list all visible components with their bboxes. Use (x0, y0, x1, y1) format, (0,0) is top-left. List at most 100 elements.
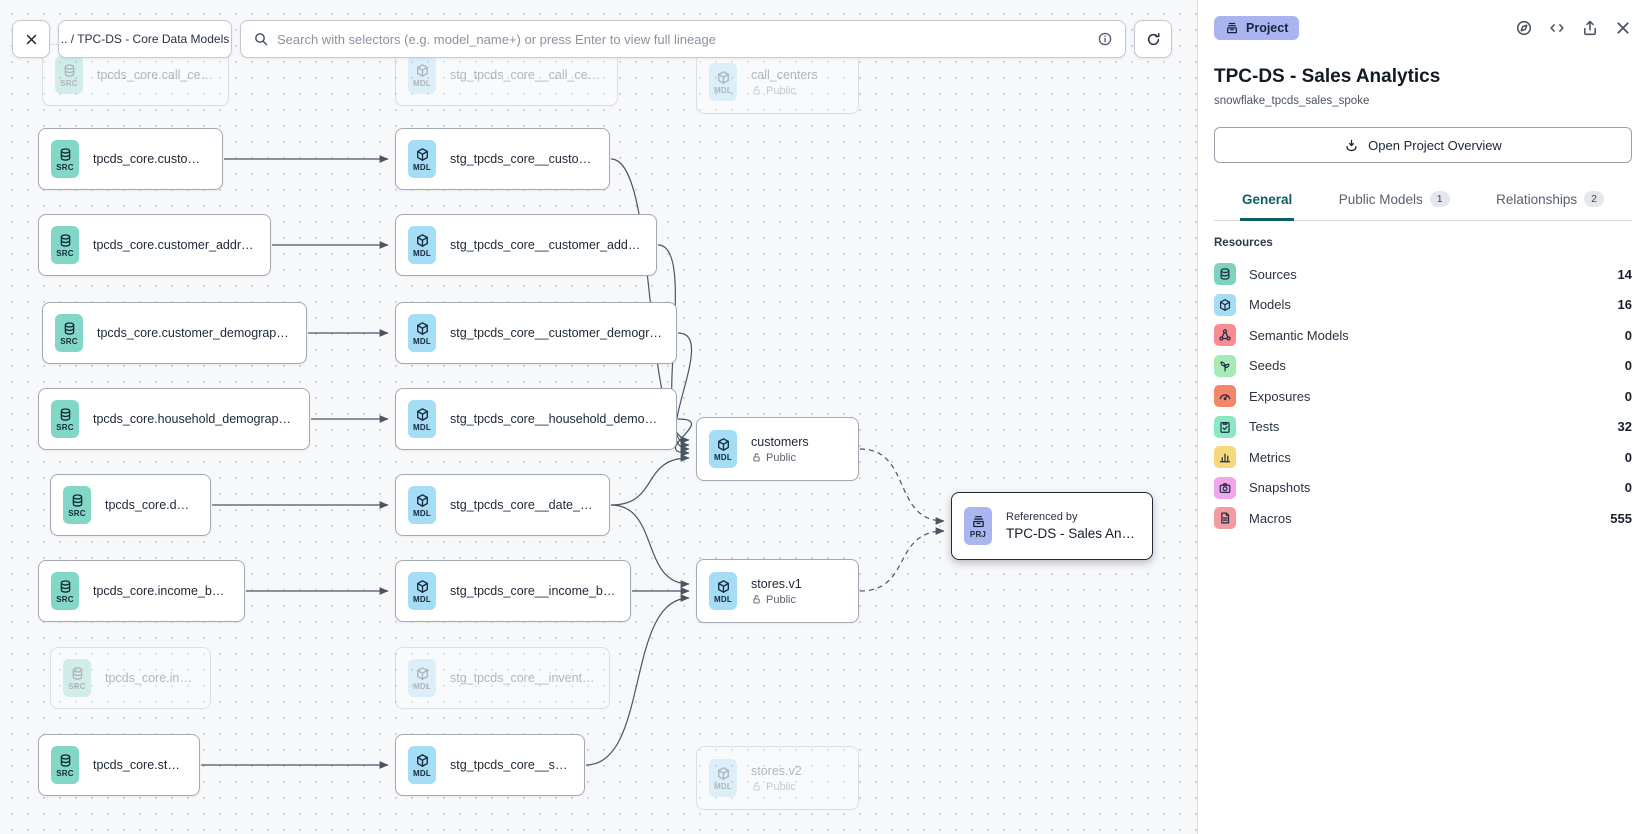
seed-icon (1214, 354, 1236, 377)
overview-icon (1344, 138, 1359, 153)
node-label: stg_tpcds_core__household_demogr… (450, 412, 662, 426)
lineage-edges (201, 155, 945, 769)
search-bar[interactable] (240, 20, 1126, 58)
src-node-icon: SRC (51, 140, 79, 178)
file-icon (1214, 507, 1236, 530)
explore-compass-icon[interactable] (1515, 19, 1533, 37)
graph-node-src_customer_demographics[interactable]: SRC tpcds_core.customer_demographics (42, 302, 307, 364)
mdl-node-icon: MDL (408, 56, 436, 94)
tab-general[interactable]: General (1240, 185, 1295, 221)
resource-label: Tests (1249, 419, 1280, 435)
public-access-label: Public (751, 452, 809, 464)
mdl-node-icon: MDL (709, 430, 737, 468)
info-icon[interactable] (1097, 31, 1113, 47)
node-label: stg_tpcds_core__customer_address (450, 238, 642, 252)
node-label: stg_tpcds_core__inventory (450, 671, 595, 685)
src-node-icon: SRC (51, 572, 79, 610)
src-node-icon: SRC (51, 226, 79, 264)
resource-row-sources[interactable]: Sources 14 (1214, 259, 1632, 290)
resource-label: Macros (1249, 510, 1292, 526)
node-label: tpcds_core.date_dim (105, 498, 196, 512)
graph-node-stg_store[interactable]: MDL stg_tpcds_core__store (395, 734, 585, 796)
src-node-icon: SRC (63, 486, 91, 524)
mdl-node-icon: MDL (408, 572, 436, 610)
search-input[interactable] (277, 31, 1089, 47)
node-label: stg_tpcds_core__income_band (450, 584, 616, 598)
project-stack-icon (1225, 21, 1239, 35)
tab-label: Relationships (1496, 191, 1578, 207)
metrics-icon (1214, 446, 1236, 469)
close-panel-icon[interactable] (1614, 19, 1632, 37)
tab-label: Public Models (1338, 191, 1423, 207)
breadcrumb-label: .. / TPC-DS - Core Data Models (60, 32, 230, 46)
node-label: stg_tpcds_core__date_dim (450, 498, 595, 512)
cube-icon (1214, 293, 1236, 316)
resource-count: 14 (1617, 266, 1632, 282)
src-node-icon: SRC (55, 314, 83, 352)
refresh-button[interactable] (1134, 20, 1172, 58)
edge-pub_stores_v1-to-prj_sales (859, 527, 945, 592)
graph-node-src_date_dim[interactable]: SRC tpcds_core.date_dim (50, 474, 211, 536)
node-label: customers (751, 434, 809, 449)
resource-row-seeds[interactable]: Seeds 0 (1214, 351, 1632, 382)
breadcrumb[interactable]: .. / TPC-DS - Core Data Models (58, 20, 232, 58)
node-label: call_centers (751, 67, 818, 82)
resource-label: Seeds (1249, 358, 1286, 374)
src-node-icon: SRC (51, 746, 79, 784)
resource-label: Snapshots (1249, 480, 1311, 496)
node-label: tpcds_core.customer_demographics (97, 326, 292, 340)
resource-count: 0 (1624, 358, 1632, 374)
edge-stg_date_dim-to-pub_stores_v1 (610, 504, 690, 588)
share-icon[interactable] (1581, 19, 1599, 37)
open-project-overview-button[interactable]: Open Project Overview (1214, 127, 1632, 163)
graph-node-stg_income_band[interactable]: MDL stg_tpcds_core__income_band (395, 560, 631, 622)
resource-count: 0 (1624, 327, 1632, 343)
test-icon (1214, 415, 1236, 438)
node-label: tpcds_core.income_band (93, 584, 230, 598)
resource-label: Sources (1249, 266, 1297, 282)
camera-icon (1214, 476, 1236, 499)
node-label: stores.v2 (751, 763, 802, 778)
node-label: stores.v1 (751, 576, 802, 591)
edge-pub_customers-to-prj_sales (859, 448, 945, 525)
src-node-icon: SRC (55, 56, 83, 94)
mdl-node-icon: MDL (408, 746, 436, 784)
edge-stg_store-to-pub_stores_v1 (585, 594, 690, 766)
close-lineage-button[interactable] (12, 20, 50, 58)
graph-node-src_income_band[interactable]: SRC tpcds_core.income_band (38, 560, 245, 622)
resource-count: 16 (1617, 297, 1632, 313)
mdl-node-icon: MDL (709, 63, 737, 101)
project-schema-subtitle: snowflake_tpcds_sales_spoke (1214, 95, 1370, 107)
node-label: stg_tpcds_core__store (450, 758, 570, 772)
resource-count: 0 (1624, 388, 1632, 404)
tab-label: General (1242, 191, 1293, 207)
code-icon[interactable] (1548, 19, 1566, 37)
